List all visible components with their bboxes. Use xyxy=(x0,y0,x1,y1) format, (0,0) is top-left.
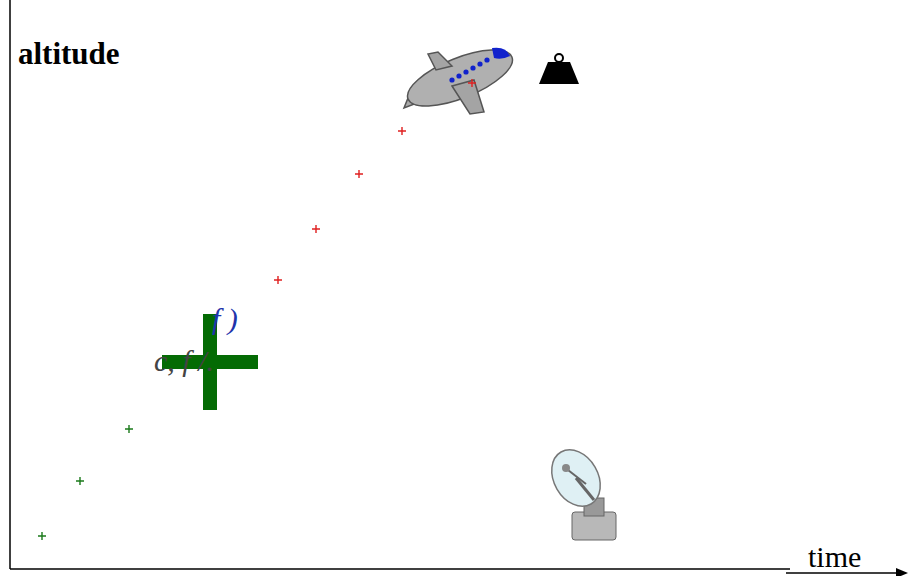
green-markers xyxy=(38,425,133,540)
airplane-icon xyxy=(401,38,520,117)
axis-label: time xyxy=(808,542,861,572)
time-arrow xyxy=(786,572,904,574)
weight-icon xyxy=(539,54,579,84)
point-label: f ) xyxy=(212,304,238,334)
red-markers xyxy=(274,127,406,284)
axis-label: altitude xyxy=(18,38,120,69)
altitude-axis xyxy=(9,0,11,569)
time-arrowhead xyxy=(896,568,908,576)
radar-dish-icon xyxy=(542,441,616,540)
point-label: c, f /. xyxy=(154,346,214,376)
time-axis xyxy=(10,568,790,570)
